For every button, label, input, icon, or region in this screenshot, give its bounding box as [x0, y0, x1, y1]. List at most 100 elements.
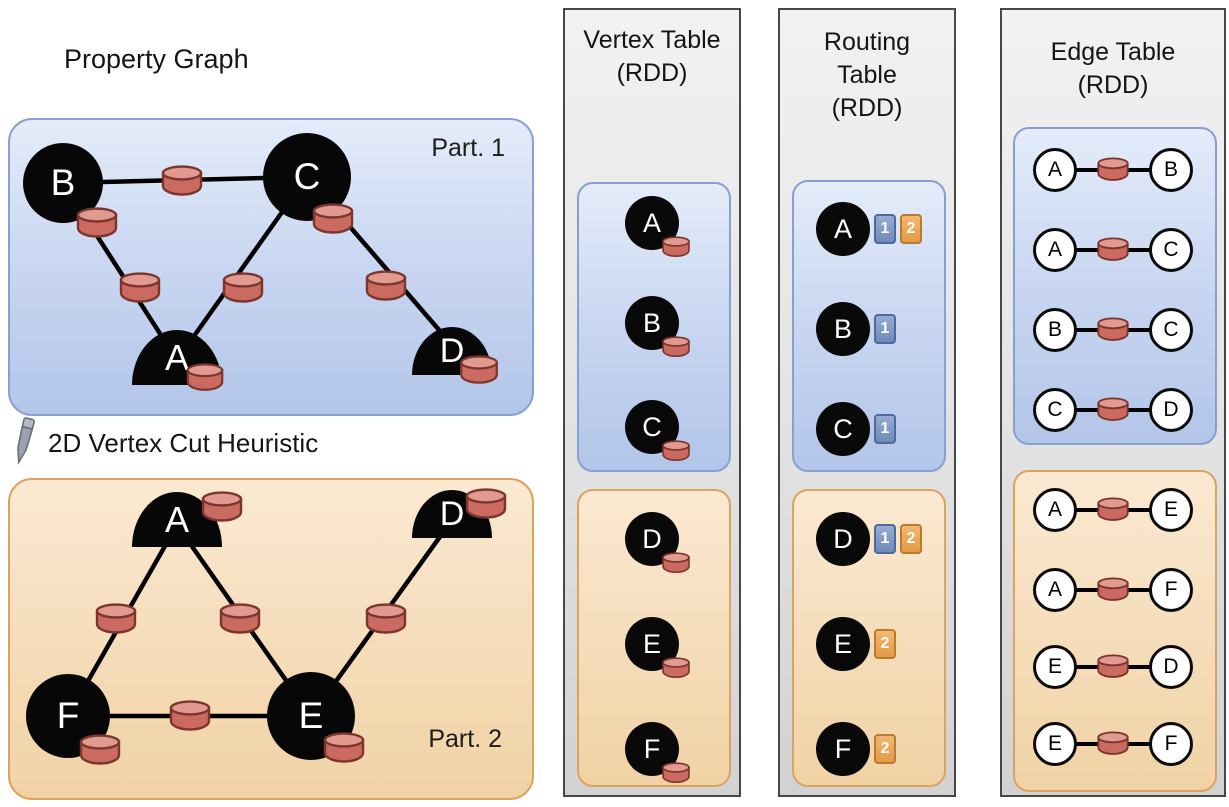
edge-property-cylinder-icon: [1096, 577, 1130, 602]
partition-chip: 2: [874, 734, 896, 764]
title-line: (RDD): [831, 94, 903, 122]
partition-chip: 2: [900, 214, 922, 244]
edge-property-cylinder-icon: [160, 165, 204, 197]
vertex-table-row: A: [625, 196, 705, 272]
edge-property-cylinder-icon: [1096, 237, 1130, 262]
edge-property-cylinder-icon: [1096, 397, 1130, 422]
edge-property-cylinder-icon: [218, 603, 262, 635]
routing-row: C 1: [816, 402, 928, 458]
partition-chip: 1: [874, 214, 896, 244]
routing-table-panel: Routing Table (RDD) A 1 2 B 1 C 1 D 1 2 …: [778, 8, 956, 797]
routing-row: D 1 2: [816, 512, 928, 568]
edge-src-vertex: A: [1033, 568, 1077, 612]
edge-src-vertex: A: [1033, 148, 1077, 192]
vertex-table-row: E: [625, 617, 705, 693]
title-line: (RDD): [616, 59, 688, 87]
edge-dst-vertex: C: [1149, 228, 1193, 272]
edge-row: A B: [1033, 148, 1193, 192]
vertex-circle: E: [816, 617, 870, 671]
partition-chip: 2: [900, 524, 922, 554]
partition-1-label: Part. 1: [431, 134, 505, 162]
edge-src-vertex: B: [1033, 308, 1077, 352]
vertex-property-cylinder-icon: [200, 491, 244, 523]
edge-src-vertex: A: [1033, 488, 1077, 532]
edge-property-cylinder-icon: [1096, 317, 1130, 342]
vertex-circle: C: [816, 402, 870, 456]
edge-dst-vertex: D: [1149, 645, 1193, 689]
edge-property-cylinder-icon: [118, 272, 162, 304]
edge-dst-vertex: B: [1149, 148, 1193, 192]
edge-row: A E: [1033, 488, 1193, 532]
edge-property-cylinder-icon: [1096, 731, 1130, 756]
edge-property-cylinder-icon: [1096, 157, 1130, 182]
title-line: Table: [837, 61, 897, 89]
edge-dst-vertex: F: [1149, 568, 1193, 612]
vertex-cut-label: 2D Vertex Cut Heuristic: [48, 428, 319, 458]
vertex-circle: B: [625, 296, 679, 350]
vertex-circle: A: [816, 202, 870, 256]
routing-row: A 1 2: [816, 202, 928, 258]
edge-property-cylinder-icon: [1096, 654, 1130, 679]
edge-row: C D: [1033, 388, 1193, 432]
vertex-table-row: C: [625, 400, 705, 476]
routing-row: B 1: [816, 302, 928, 358]
edge-dst-vertex: F: [1149, 722, 1193, 766]
edge-src-vertex: E: [1033, 645, 1077, 689]
title-line: Vertex Table: [583, 26, 721, 54]
vertex-property-cylinder-icon: [185, 363, 225, 392]
edge-row: A F: [1033, 568, 1193, 612]
vertex-property-cylinder-icon: [78, 734, 122, 766]
edge-property-cylinder-icon: [94, 603, 138, 635]
edge-row: E F: [1033, 722, 1193, 766]
edge-src-vertex: C: [1033, 388, 1077, 432]
edge-row: A C: [1033, 228, 1193, 272]
vertex-property-cylinder-icon: [661, 762, 691, 784]
vertex-property-cylinder-icon: [661, 552, 691, 574]
routing-row: F 2: [816, 722, 928, 778]
vertex-circle: E: [625, 617, 679, 671]
vertex-circle: D: [816, 512, 870, 566]
vertex-property-cylinder-icon: [661, 236, 691, 258]
edge-src-vertex: E: [1033, 722, 1077, 766]
vertex-property-cylinder-icon: [75, 207, 119, 239]
vertex-table-panel: Vertex Table (RDD) A B C D E F: [563, 8, 741, 797]
vertex-property-cylinder-icon: [458, 355, 500, 385]
edge-table-panel: Edge Table (RDD) A B A C B C C D: [1000, 8, 1226, 797]
vertex-property-cylinder-icon: [661, 657, 691, 679]
vertex-circle: B: [816, 302, 870, 356]
partition-chip: 1: [874, 524, 896, 554]
vertex-table-row: B: [625, 296, 705, 372]
edge-property-cylinder-icon: [221, 272, 265, 304]
edge-table-title: Edge Table (RDD): [1002, 36, 1224, 102]
routing-table-title: Routing Table (RDD): [780, 26, 954, 125]
pencil-icon: [10, 416, 38, 466]
partition-chip: 1: [874, 414, 896, 444]
edge-property-cylinder-icon: [364, 603, 408, 635]
vertex-table-row: D: [625, 512, 705, 588]
partition-chip: 2: [874, 629, 896, 659]
vertex-property-cylinder-icon: [322, 732, 366, 764]
routing-row: E 2: [816, 617, 928, 673]
property-graph-title: Property Graph: [64, 44, 249, 74]
edge-dst-vertex: D: [1149, 388, 1193, 432]
title-line: (RDD): [1077, 71, 1149, 99]
edge-row: B C: [1033, 308, 1193, 352]
vertex-property-cylinder-icon: [464, 488, 508, 520]
vertex-circle: F: [816, 722, 870, 776]
partition-2-label: Part. 2: [428, 725, 502, 753]
vertex-table-title: Vertex Table (RDD): [565, 24, 739, 90]
edge-row: E D: [1033, 645, 1193, 689]
partition-chip: 1: [874, 314, 896, 344]
edge-dst-vertex: C: [1149, 308, 1193, 352]
vertex-f-part2: F: [26, 674, 110, 758]
edge-property-cylinder-icon: [364, 270, 408, 302]
vertex-property-cylinder-icon: [311, 203, 355, 235]
title-line: Edge Table: [1050, 38, 1176, 66]
edge-property-cylinder-icon: [1096, 497, 1130, 522]
title-line: Routing: [823, 28, 911, 56]
edge-dst-vertex: E: [1149, 488, 1193, 532]
edge-src-vertex: A: [1033, 228, 1077, 272]
edge-property-cylinder-icon: [168, 700, 212, 732]
vertex-table-row: F: [625, 722, 705, 798]
